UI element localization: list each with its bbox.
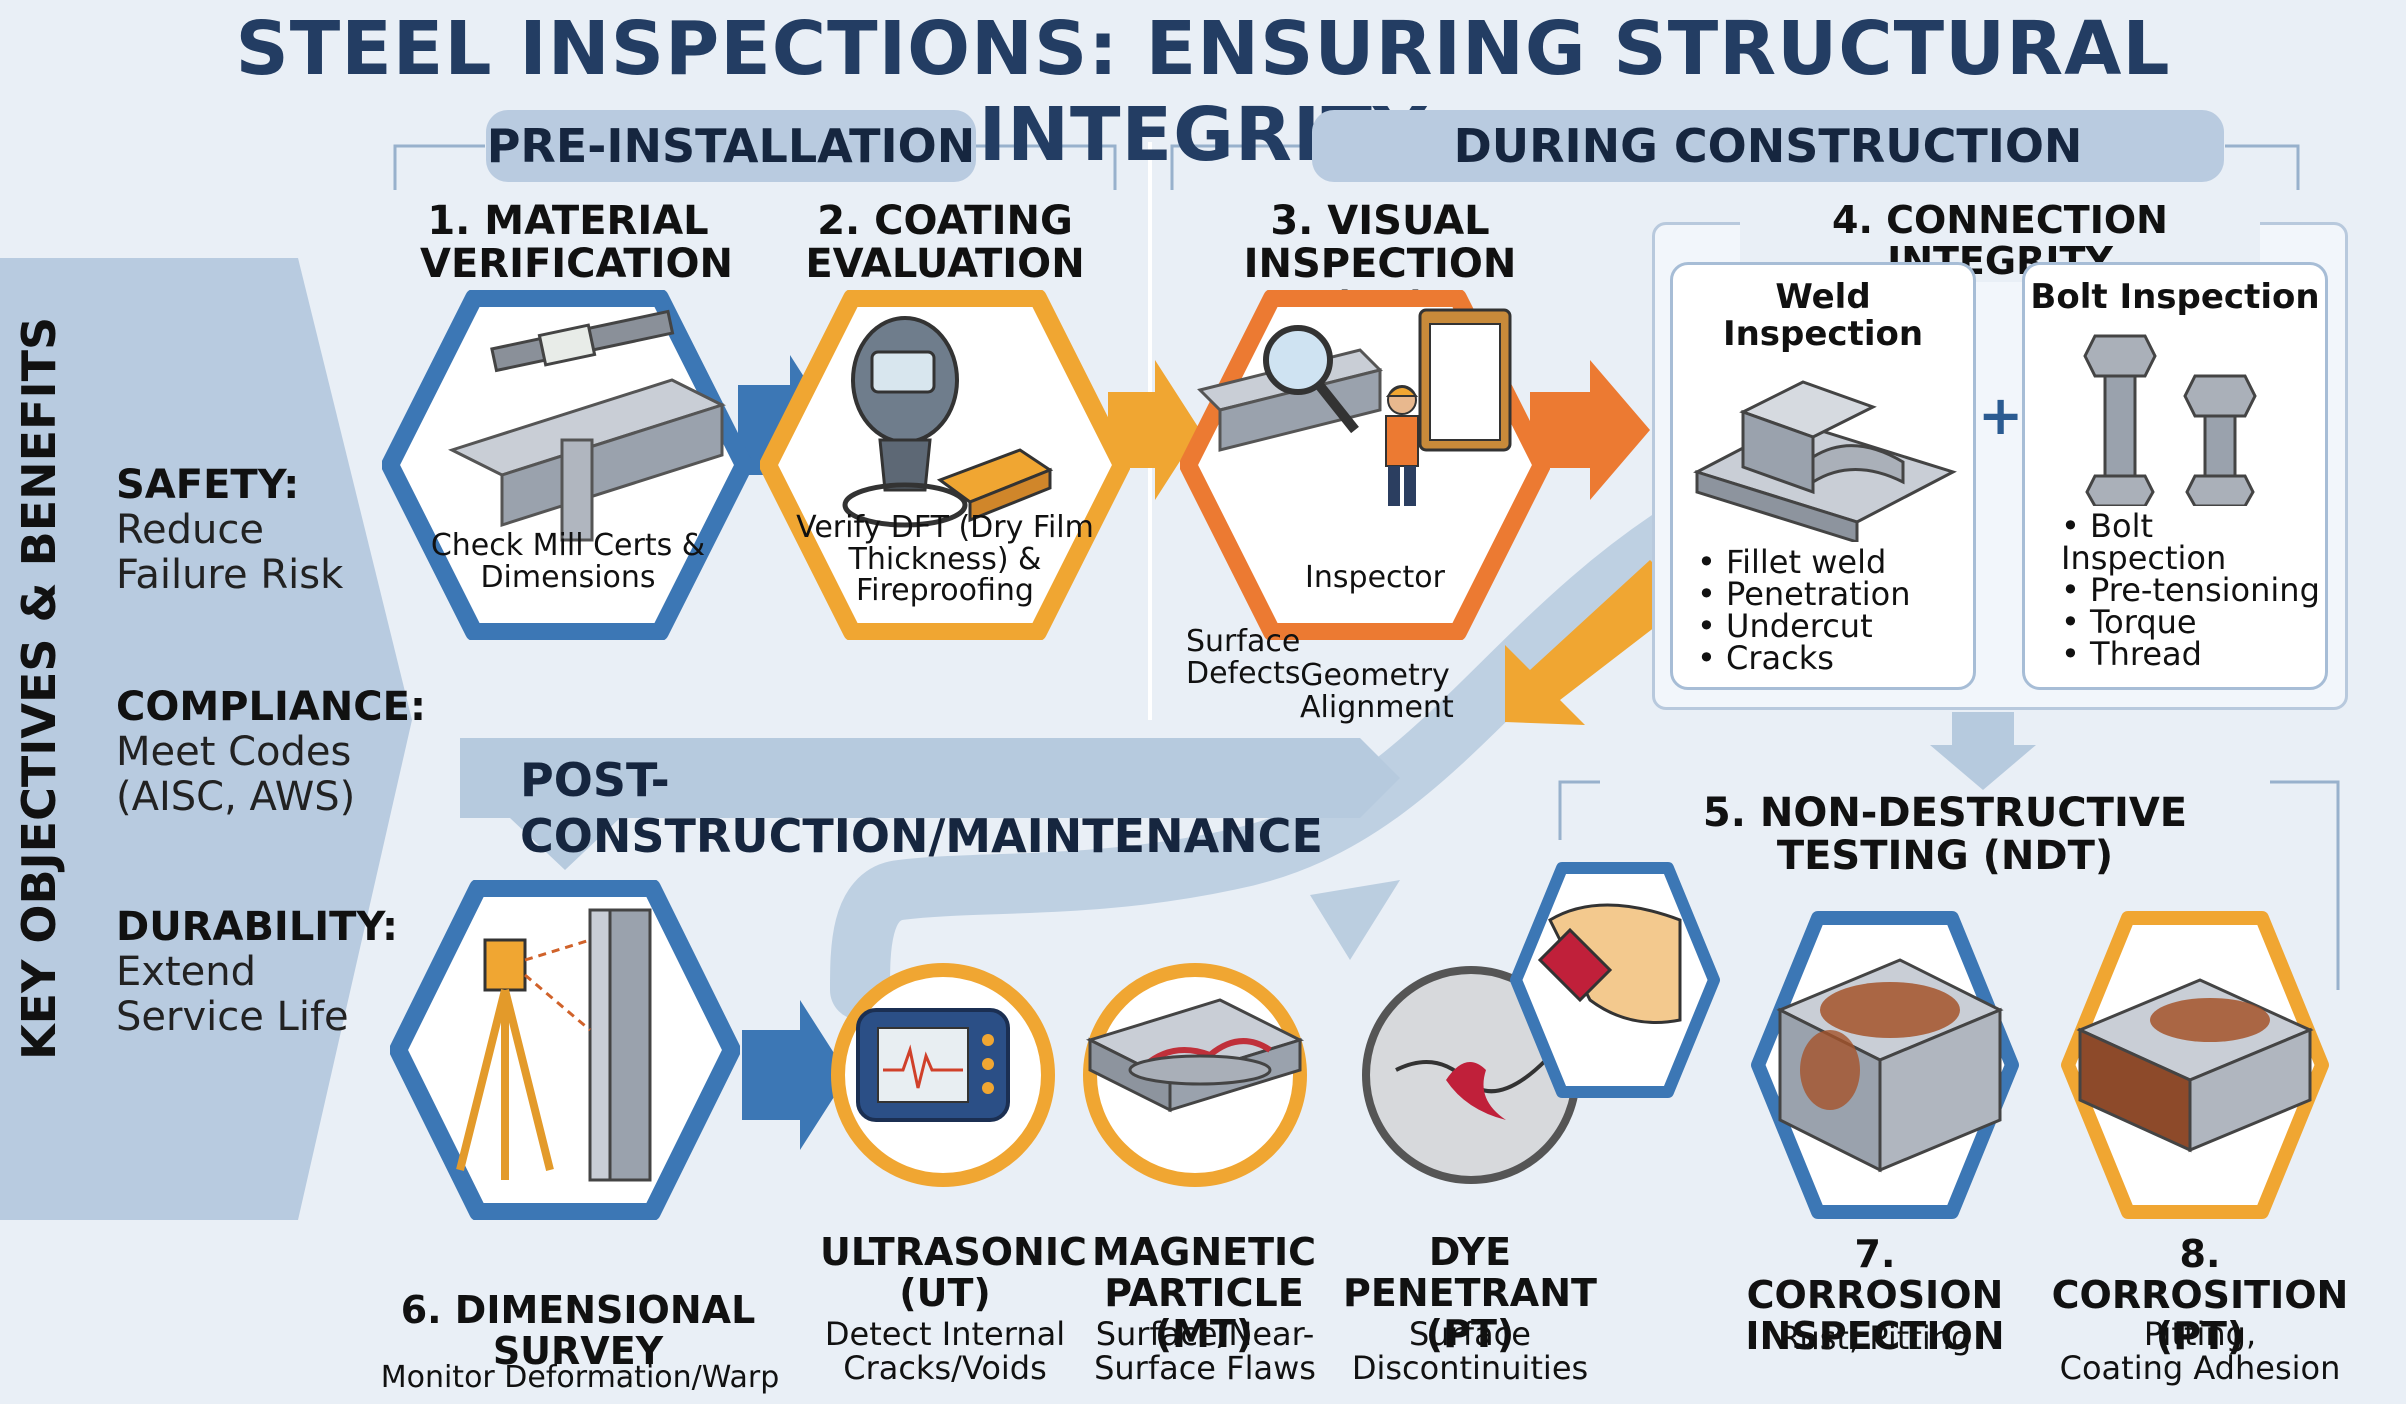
objective-text: Failure Risk bbox=[116, 551, 344, 598]
post-banner bbox=[460, 738, 1400, 818]
objective-label: COMPLIANCE: bbox=[116, 684, 426, 730]
objective-label: DURABILITY: bbox=[116, 904, 398, 950]
objective-text: Reduce bbox=[116, 507, 264, 553]
visual-inspection-icon bbox=[1180, 290, 1550, 640]
ultrasonic-title: ULTRASONIC(UT) bbox=[820, 1230, 1087, 1316]
objective-text: (AISC, AWS) bbox=[116, 773, 356, 820]
bolt-inspection-card: Bolt Inspection Bolt Inspection Pre-tens… bbox=[2022, 262, 2328, 690]
objective-label: SAFETY: bbox=[116, 462, 300, 508]
down-arrow-head bbox=[1930, 745, 2036, 790]
weld-checklist: Fillet weld Penetration Undercut Cracks bbox=[1697, 546, 1973, 674]
inspector-label: Inspector bbox=[1305, 560, 1445, 595]
weld-inspection-title: Weld Inspection bbox=[1722, 277, 1924, 354]
list-item: Pre-tensioning bbox=[2061, 574, 2325, 606]
phase-pre-installation: PRE-INSTALLATION bbox=[486, 110, 976, 182]
ndt-bracket bbox=[1558, 780, 2340, 990]
sidebar-heading-wrap: KEY OBJECTIVES & BENEFITS bbox=[12, 317, 92, 1140]
coating-evaluation-icon bbox=[760, 290, 1130, 640]
arrow-4-back bbox=[1505, 560, 1690, 725]
during-bracket bbox=[1170, 144, 2300, 190]
objective-safety: SAFETY: Reduce Failure Risk bbox=[116, 462, 416, 598]
list-item: Fillet weld bbox=[1697, 546, 1973, 578]
pale-arrowhead bbox=[1310, 880, 1400, 960]
sidebar-heading: KEY OBJECTIVES & BENEFITS bbox=[12, 316, 66, 1060]
objective-text: Meet Codes bbox=[116, 729, 352, 775]
objective-compliance: COMPLIANCE: Meet Codes (AISC, AWS) bbox=[116, 684, 436, 820]
weld-icon bbox=[1693, 380, 1957, 545]
list-item: Bolt Inspection bbox=[2061, 510, 2325, 574]
objective-text: Service Life bbox=[116, 993, 349, 1040]
objective-durability: DURABILITY: Extend Service Life bbox=[116, 904, 416, 1040]
arrow-6-ut bbox=[742, 1000, 848, 1150]
dye-applicator-icon bbox=[1510, 862, 1720, 1098]
dye-penetrant-icon bbox=[1362, 966, 1580, 1184]
phase-during-construction: DURING CONSTRUCTION bbox=[1312, 110, 2224, 182]
list-item: Penetration bbox=[1697, 578, 1973, 610]
bolt-icon bbox=[2083, 334, 2257, 508]
step8-caption: Pitting,Coating Adhesion bbox=[2059, 1315, 2341, 1387]
magnetic-particle-caption: Surface/Near-Surface Flaws bbox=[1094, 1315, 1316, 1387]
step5-title: 5. NON-DESTRUCTIVE TESTING (NDT) bbox=[1702, 790, 2188, 880]
phase-post-construction: POST-CONSTRUCTION/MAINTENANCE bbox=[520, 753, 1323, 863]
step7-caption: Rust, Pitting bbox=[1778, 1319, 1972, 1357]
step8-title: 8. CORROSITION(PT) bbox=[2051, 1232, 2349, 1359]
magnetic-particle-icon bbox=[1083, 963, 1307, 1187]
list-item: Thread bbox=[2061, 638, 2325, 670]
dye-penetrant-title: DYE PENETRANT(PT) bbox=[1343, 1230, 1597, 1357]
list-item: Torque bbox=[2061, 606, 2325, 638]
arrow-2-3 bbox=[1108, 360, 1200, 500]
list-item: Cracks bbox=[1697, 642, 1973, 674]
ultrasonic-icon bbox=[831, 963, 1055, 1187]
material-verification-icon bbox=[382, 290, 752, 640]
pre-bracket bbox=[393, 144, 1117, 190]
weld-inspection-card: Weld Inspection Fillet weld Penetration … bbox=[1670, 262, 1976, 690]
list-item: Undercut bbox=[1697, 610, 1973, 642]
corrosion-inspection-icon bbox=[1751, 911, 2019, 1219]
sidebar-chevron bbox=[0, 258, 412, 1220]
step1-caption: Check Mill Certs &Dimensions bbox=[430, 528, 706, 595]
dimensional-survey-icon bbox=[390, 880, 740, 1220]
step6-caption: Monitor Deformation/Warp bbox=[380, 1360, 780, 1395]
corrosion-adhesion-icon bbox=[2061, 911, 2329, 1219]
bolt-checklist: Bolt Inspection Pre-tensioning Torque Th… bbox=[2061, 510, 2325, 670]
arrow-3-4 bbox=[1530, 360, 1650, 500]
objective-text: Extend bbox=[116, 949, 256, 995]
post-down-arrow bbox=[510, 818, 620, 870]
bolt-inspection-title: Bolt Inspection bbox=[2030, 277, 2320, 317]
plus-sign: + bbox=[1978, 384, 2024, 447]
